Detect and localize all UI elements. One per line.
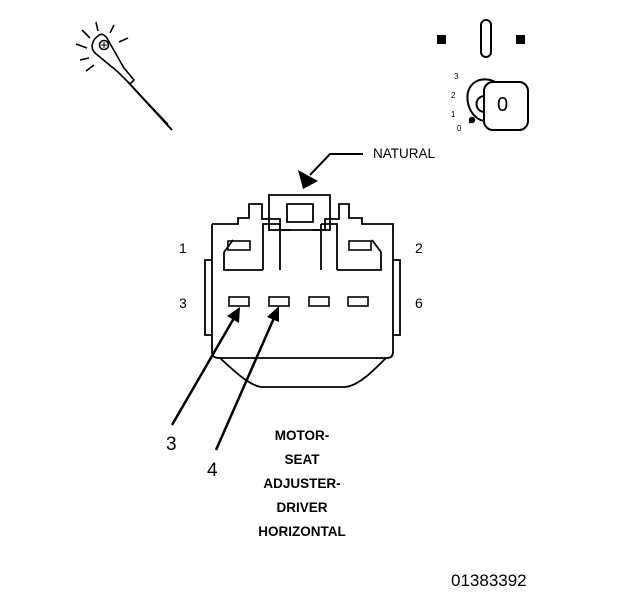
ignition-position-0: 0 [457, 124, 462, 133]
callout-number-4: 4 [207, 460, 218, 481]
pin-number-1: 1 [179, 240, 187, 256]
cavity-row-bottom [228, 296, 369, 307]
caption-line-2: SEAT [284, 452, 320, 467]
cavity-5 [308, 296, 330, 307]
caption-line-1: MOTOR- [274, 428, 330, 443]
caption-line-3: ADJUSTER- [263, 476, 341, 491]
caption-line-4: DRIVER [276, 500, 328, 515]
ignition-position-2: 2 [451, 91, 456, 100]
callout-4-leader [214, 306, 279, 451]
pin-number-2: 2 [415, 240, 423, 256]
cavity-row-top [227, 240, 372, 251]
key-label: 0 [497, 94, 509, 116]
cavity-3 [228, 296, 250, 307]
natural-leader-arrow [298, 153, 363, 189]
caption-line-5: HORIZONTAL [258, 524, 346, 539]
ignition-key-icon [466, 78, 529, 131]
figure-id: 01383392 [451, 571, 527, 590]
pin-number-3: 3 [179, 295, 187, 311]
callout-3-leader [170, 307, 240, 426]
component-caption: MOTOR- SEAT ADJUSTER- DRIVER HORIZONTAL [232, 424, 372, 544]
callout-number-3: 3 [166, 434, 177, 455]
natural-label: NATURAL [373, 146, 436, 161]
cavity-4 [268, 296, 290, 307]
connector-body [204, 194, 401, 388]
ignition-position-3: 3 [454, 72, 459, 81]
cavity-6 [347, 296, 369, 307]
cavity-2 [348, 240, 372, 251]
pin-number-6: 6 [415, 295, 423, 311]
test-light-probe-icon [75, 21, 173, 131]
key-off-position-icon [437, 19, 525, 58]
ignition-position-1: 1 [451, 110, 456, 119]
cavity-1 [227, 240, 251, 251]
